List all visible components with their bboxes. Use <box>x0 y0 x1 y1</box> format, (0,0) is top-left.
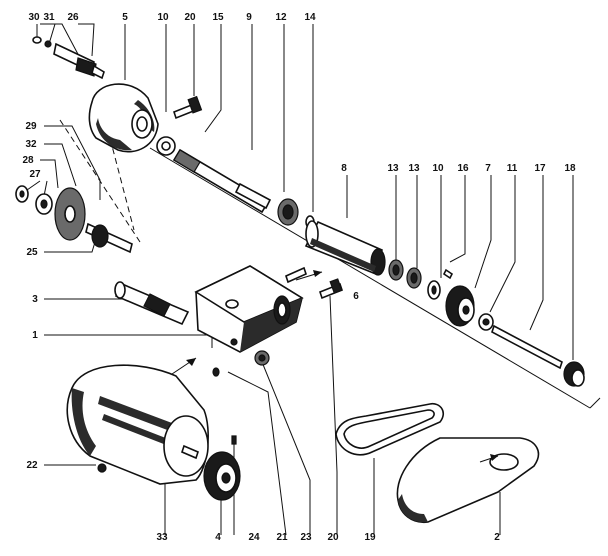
callout-9: 9 <box>246 12 252 23</box>
callout-3: 3 <box>32 294 38 305</box>
callout-10a: 10 <box>157 12 169 23</box>
callout-6: 6 <box>353 291 359 302</box>
callout-23: 23 <box>300 532 312 543</box>
callout-20a: 20 <box>184 12 196 23</box>
leader-lines <box>26 23 601 536</box>
callout-8: 8 <box>341 163 347 174</box>
callout-22: 22 <box>26 460 38 471</box>
callout-14: 14 <box>304 12 316 23</box>
callout-30: 30 <box>28 12 40 23</box>
callout-16: 16 <box>457 163 469 174</box>
callout-13b: 13 <box>408 163 420 174</box>
callout-7: 7 <box>485 163 491 174</box>
callout-17: 17 <box>534 163 546 174</box>
callout-32: 32 <box>25 139 37 150</box>
callout-5: 5 <box>122 12 128 23</box>
callout-13a: 13 <box>387 163 399 174</box>
callout-15: 15 <box>212 12 224 23</box>
parts <box>15 36 585 524</box>
callout-18: 18 <box>564 163 576 174</box>
callout-31: 31 <box>43 12 55 23</box>
callout-12: 12 <box>275 12 287 23</box>
callout-11: 11 <box>507 163 518 174</box>
callout-20b: 20 <box>327 532 339 543</box>
callout-24: 24 <box>248 532 260 543</box>
callout-1: 1 <box>32 330 38 341</box>
callout-25: 25 <box>26 247 38 258</box>
callout-21: 21 <box>276 532 288 543</box>
callout-29: 29 <box>25 121 37 132</box>
callout-4: 4 <box>215 532 221 543</box>
callout-27: 27 <box>29 169 41 180</box>
callout-26: 26 <box>67 12 79 23</box>
callout-19: 19 <box>364 532 376 543</box>
callout-33: 33 <box>156 532 168 543</box>
callout-2: 2 <box>494 532 500 543</box>
callout-28: 28 <box>22 155 34 166</box>
callout-10b: 10 <box>432 163 444 174</box>
